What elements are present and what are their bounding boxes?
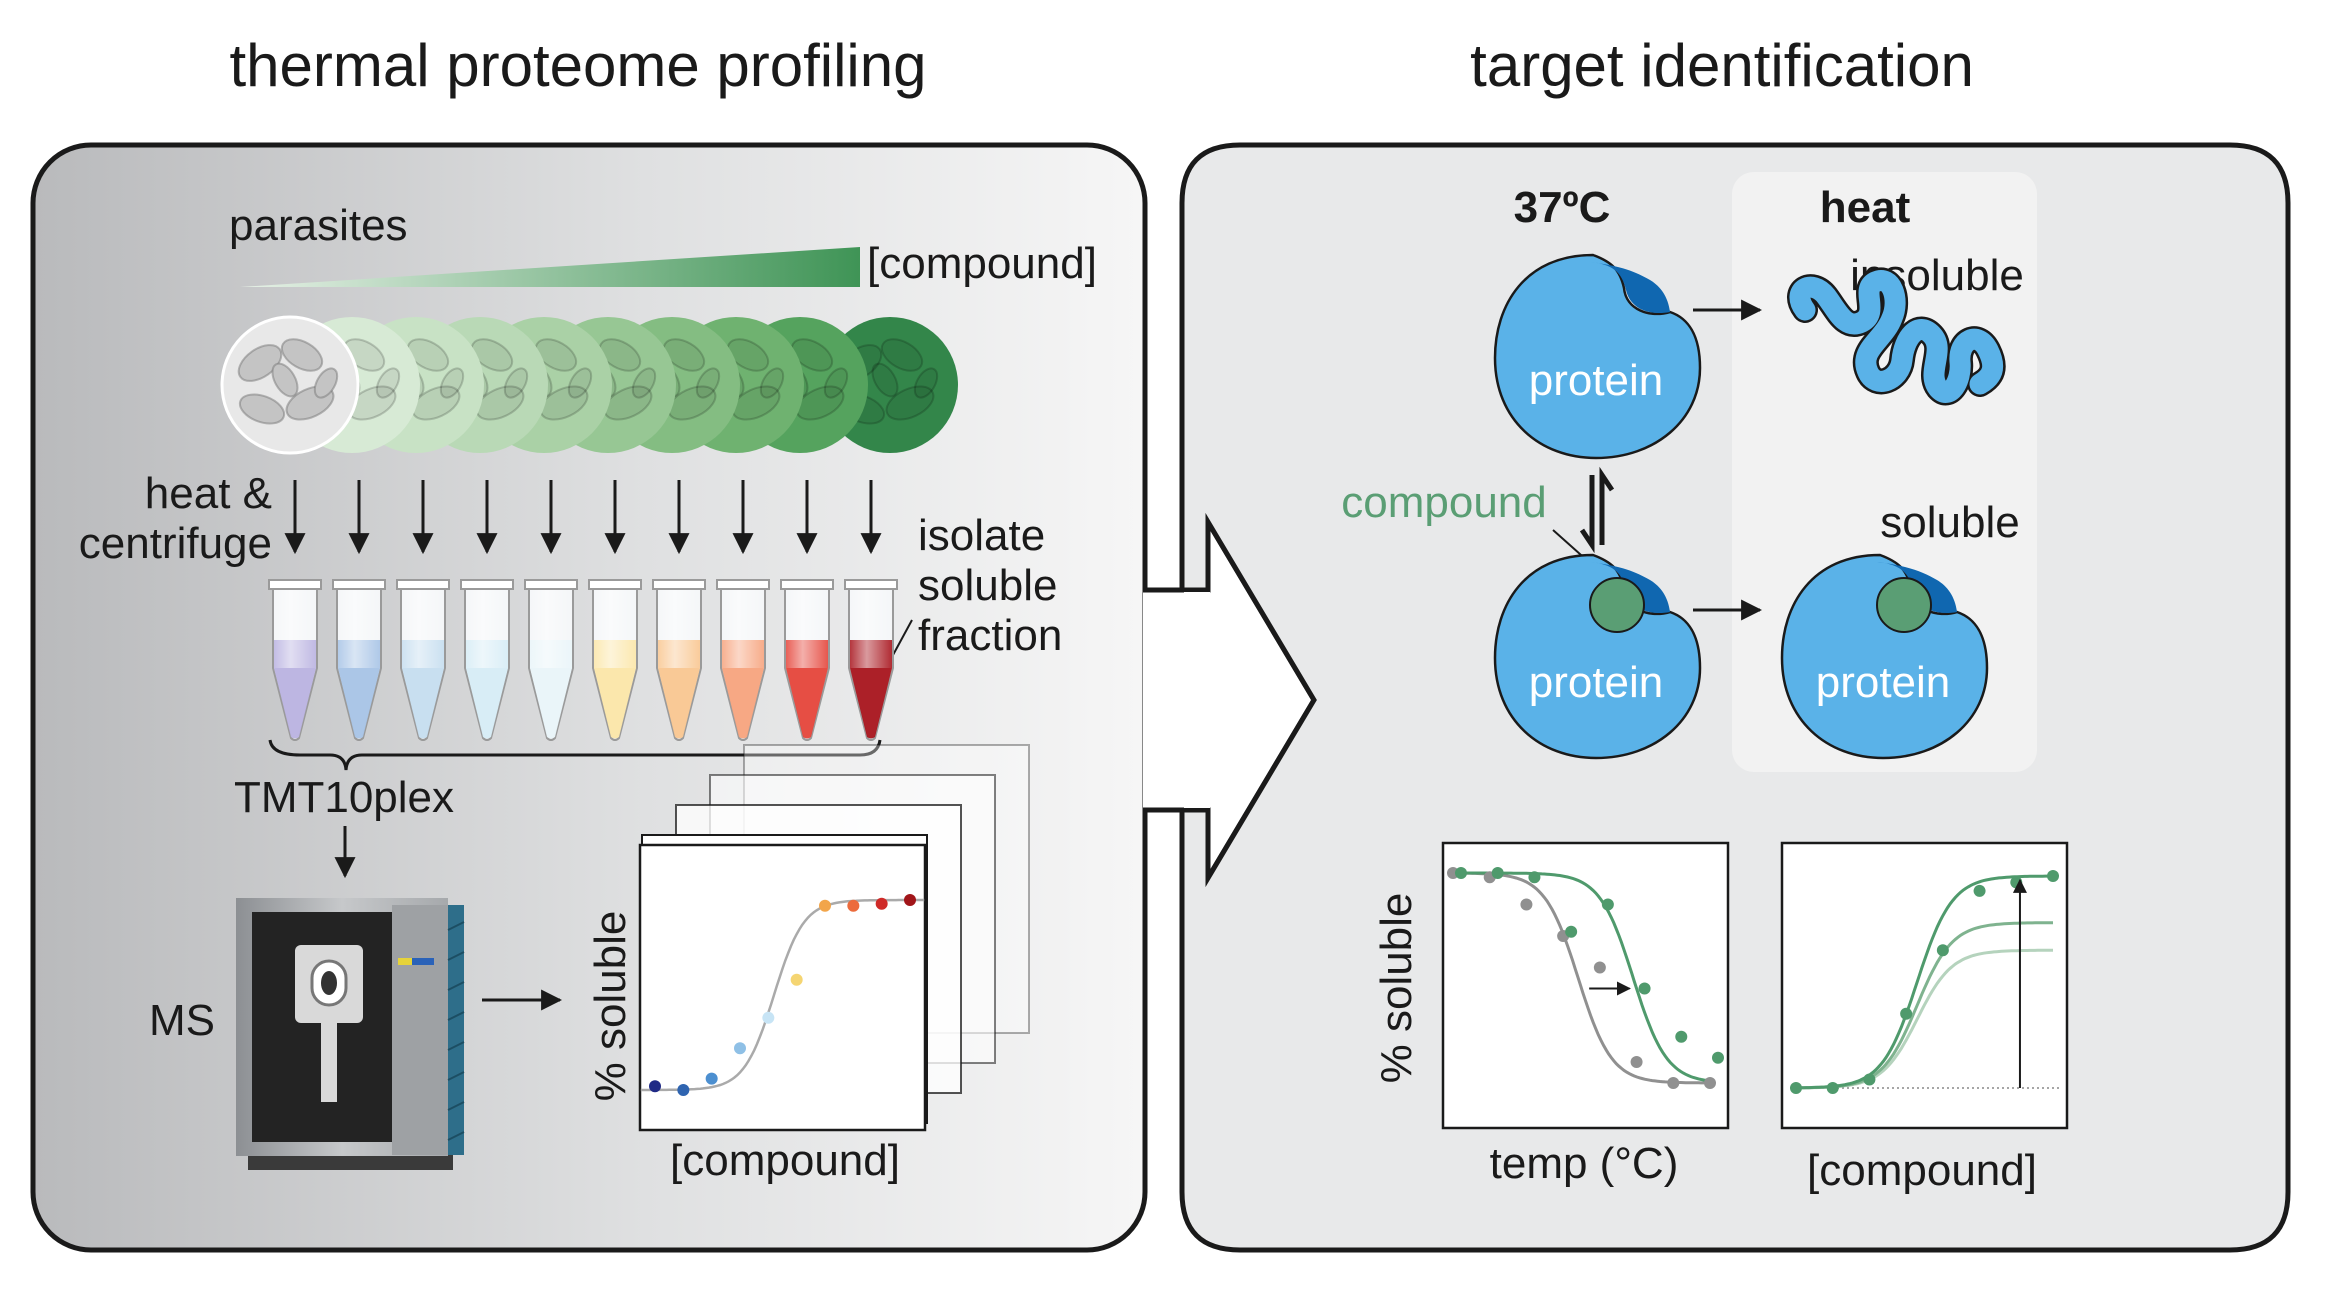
melt-plot-frame	[1441, 841, 1730, 1130]
melt-data-point	[1601, 898, 1614, 911]
melt-data-point	[1593, 961, 1606, 974]
left-panel-title: thermal proteome profiling	[229, 32, 926, 99]
dose-curve	[1796, 874, 2053, 1090]
protein-label: protein	[1816, 658, 1951, 707]
dose-data-point	[1863, 1073, 1876, 1086]
dose-data-point	[1790, 1082, 1802, 1094]
tpp-curve-plot	[638, 843, 927, 1132]
tpp-plot-xlabel: [compound]	[670, 1136, 900, 1185]
sample-tube	[460, 579, 514, 741]
protein-37c-unbound: protein	[1493, 253, 1702, 460]
melt-data-point	[1491, 867, 1504, 879]
isolate-label-line3: fraction	[918, 611, 1062, 660]
parasite-plate	[220, 315, 360, 455]
compound-gradient-wedge	[240, 247, 860, 287]
sample-tube	[524, 579, 578, 741]
dose-response-plot	[1780, 841, 2069, 1130]
tmt10plex-label: TMT10plex	[234, 773, 454, 822]
melt-plot-xlabel: temp (°C)	[1490, 1139, 1679, 1188]
isolate-label-line2: soluble	[918, 561, 1057, 610]
tpp-plot-ylabel: % soluble	[586, 911, 635, 1102]
mass-spectrometer-icon	[236, 898, 465, 1170]
dose-data-point	[1936, 944, 1949, 957]
dose-data-point	[1900, 1007, 1913, 1020]
melt-data-point	[1667, 1077, 1680, 1089]
tpp-data-point	[762, 1011, 775, 1024]
melt-data-point	[1638, 982, 1651, 995]
melt-data-point	[1675, 1030, 1688, 1043]
sample-tube	[652, 579, 706, 741]
melt-plot-ylabel: % soluble	[1372, 893, 1421, 1084]
tpp-data-point	[677, 1084, 690, 1096]
melt-data-point	[1712, 1051, 1724, 1064]
right-panel-title: target identification	[1470, 32, 1974, 99]
dose-data-point	[1973, 884, 1986, 897]
tpp-data-point	[790, 973, 803, 986]
sample-tube	[396, 579, 450, 741]
parasite-plates	[220, 315, 958, 455]
label-37c: 37ºC	[1514, 183, 1611, 232]
tpp-data-point	[734, 1042, 746, 1055]
melt-data-point	[1565, 925, 1578, 938]
sample-tube	[268, 579, 322, 741]
melt-data-point	[1528, 871, 1541, 884]
sample-tube	[332, 579, 386, 741]
tpp-data-point	[705, 1072, 718, 1085]
sample-tube	[588, 579, 642, 741]
tpp-data-point	[904, 894, 916, 906]
bound-compound-icon	[1876, 577, 1932, 633]
tpp-data-point	[819, 899, 831, 912]
label-compound: compound	[1341, 478, 1546, 527]
melt-data-point	[1704, 1077, 1716, 1089]
melt-data-point	[1520, 898, 1533, 911]
protein-label: protein	[1529, 658, 1664, 707]
tpp-plot-frame	[638, 843, 927, 1132]
dose-plot-xlabel: [compound]	[1807, 1146, 2037, 1195]
sample-tube	[844, 579, 898, 741]
sample-tubes	[268, 579, 898, 741]
melt-curve-plot	[1441, 841, 1730, 1130]
dose-data-point	[2047, 870, 2059, 882]
melt-data-point	[1630, 1056, 1643, 1068]
label-soluble: soluble	[1880, 498, 2019, 547]
bound-compound-icon	[1589, 577, 1645, 633]
tpp-data-point	[847, 899, 860, 912]
compound-gradient-label: [compound]	[867, 239, 1097, 288]
sample-tube	[716, 579, 770, 741]
tmt-brace	[268, 739, 882, 771]
melt-data-point	[1455, 867, 1467, 879]
sample-tube	[780, 579, 834, 741]
protein-heat-bound-soluble: protein	[1780, 553, 1989, 760]
protein-37c-bound: protein	[1493, 553, 1702, 760]
parasites-label: parasites	[229, 201, 408, 250]
tpp-data-point	[875, 897, 888, 910]
heat-centrifuge-label-line2: centrifuge	[79, 519, 272, 568]
centrifuge-arrows	[284, 480, 882, 555]
ms-label: MS	[149, 996, 215, 1045]
isolate-label-line1: isolate	[918, 511, 1045, 560]
dose-data-point	[1826, 1082, 1839, 1094]
heat-centrifuge-label-line1: heat &	[145, 469, 272, 518]
tpp-data-point	[649, 1080, 661, 1093]
label-heat: heat	[1820, 183, 1911, 232]
protein-label: protein	[1529, 356, 1664, 405]
binding-equilibrium-icon	[1579, 466, 1615, 554]
